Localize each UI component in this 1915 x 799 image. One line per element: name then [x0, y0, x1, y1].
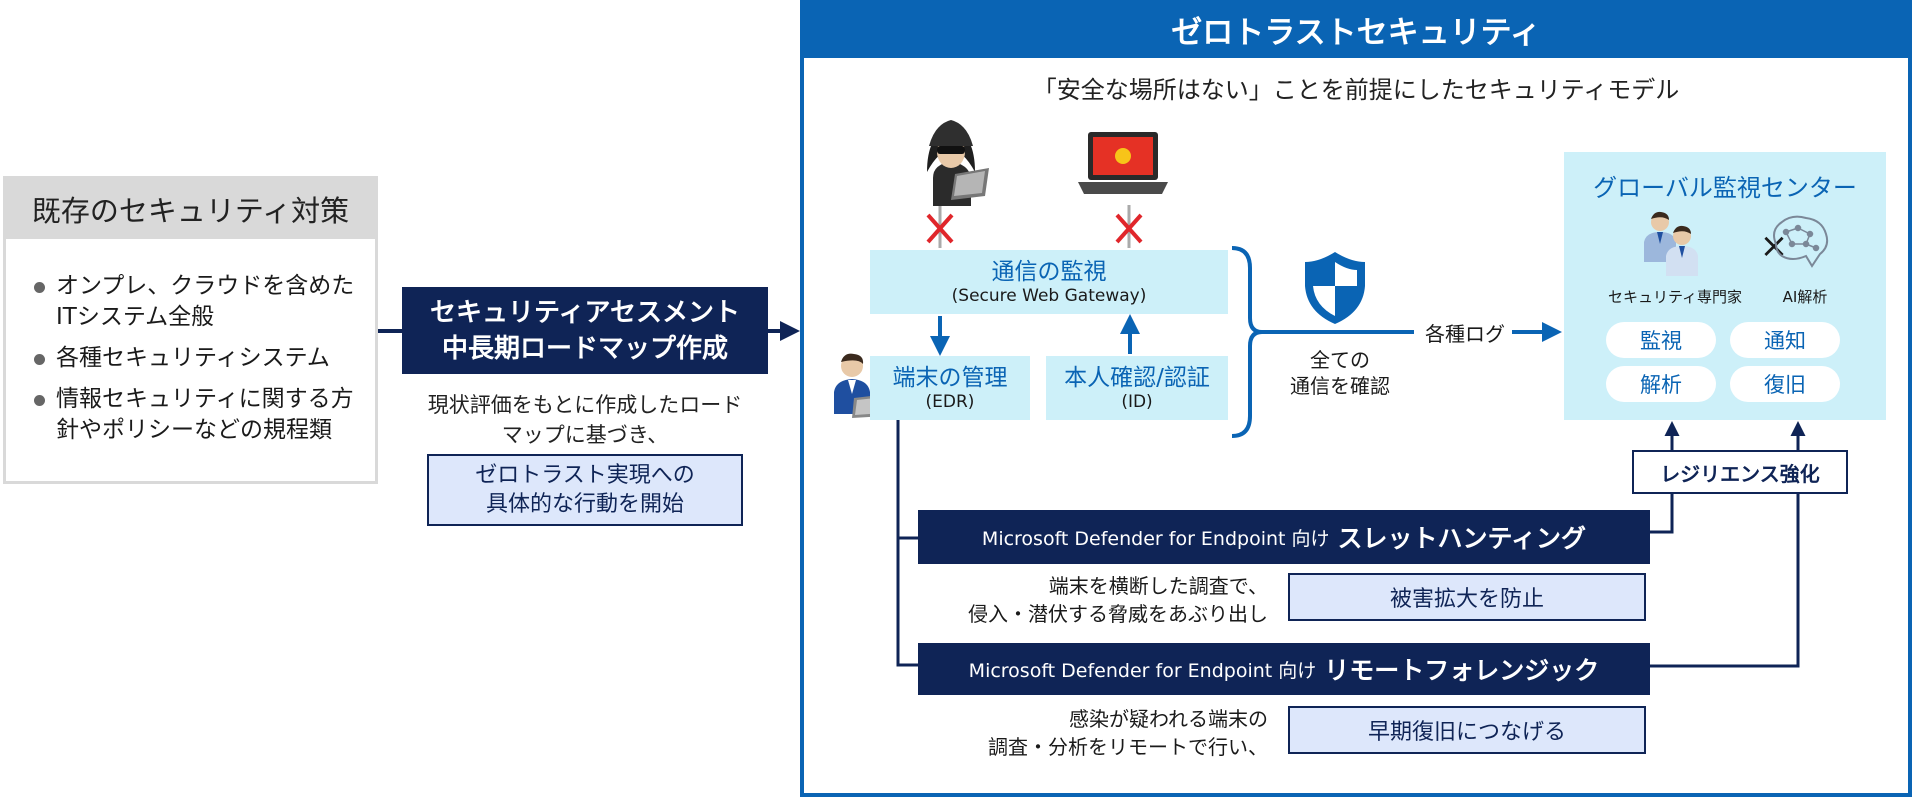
- threat-desc-line2: 侵入・潜伏する脅威をあぶり出し: [968, 602, 1268, 626]
- endpoint-to-forensic-line: [896, 538, 918, 667]
- assessment-note-line1: 現状評価をもとに作成したロード: [427, 393, 743, 417]
- gmc-pill-monitor: 監視: [1606, 322, 1716, 358]
- all-comm-line1: 全ての: [1310, 348, 1370, 372]
- gmc-pill-analyze: 解析: [1606, 366, 1716, 402]
- threat-hunting-prefix: Microsoft Defender for Endpoint 向け: [981, 527, 1330, 550]
- existing-security-box: 既存のセキュリティ対策 オンプレ、クラウドを含めたITシステム全般 各種セキュリ…: [3, 176, 378, 484]
- endpoint-sub: (EDR): [925, 392, 975, 412]
- threat-hunting-bar: Microsoft Defender for Endpoint 向け スレットハ…: [918, 510, 1650, 564]
- zero-trust-title: ゼロトラストセキュリティ: [800, 0, 1912, 58]
- remote-forensics-bar: Microsoft Defender for Endpoint 向け リモートフ…: [918, 643, 1650, 695]
- remote-forensics-result: 早期復旧につなげる: [1288, 706, 1646, 754]
- resilience-box: レジリエンス強化: [1632, 450, 1848, 494]
- list-item: 各種セキュリティシステム: [32, 343, 372, 374]
- assessment-title-line1: セキュリティアセスメント: [430, 297, 740, 328]
- threat-hunting-desc: 端末を横断した調査で、 侵入・潜伏する脅威をあぶり出し: [900, 572, 1268, 628]
- forensic-desc-line1: 感染が疑われる端末の: [1069, 707, 1268, 731]
- identity-box: 本人確認/認証 (ID): [1046, 356, 1228, 420]
- comm-monitor-sub: (Secure Web Gateway): [951, 286, 1147, 306]
- existing-security-list: オンプレ、クラウドを含めたITシステム全般 各種セキュリティシステム 情報セキュ…: [32, 271, 372, 456]
- list-item: 情報セキュリティに関する方針やポリシーなどの規程類: [32, 384, 372, 446]
- assessment-action-line2: 具体的な行動を開始: [485, 492, 684, 517]
- all-comm-label: 全ての 通信を確認: [1270, 347, 1410, 399]
- forensic-desc-line2: 調査・分析をリモートで行い、: [988, 735, 1268, 759]
- forensic-to-gmc-line: [1650, 494, 1800, 668]
- existing-security-title: 既存のセキュリティ対策: [6, 179, 375, 239]
- ai-brain-icon: [1773, 215, 1829, 268]
- block-x-1: [926, 213, 954, 244]
- gmc-pill-recover: 復旧: [1730, 366, 1840, 402]
- assessment-note-line2: マップに基づき、: [501, 423, 669, 447]
- gmc-title: グローバル監視センター: [1593, 174, 1857, 202]
- all-comm-line2: 通信を確認: [1290, 374, 1390, 398]
- block-x-2: [1115, 213, 1143, 244]
- assessment-action-box: ゼロトラスト実現への 具体的な行動を開始: [427, 454, 743, 526]
- hacker-icon: [927, 120, 989, 206]
- gmc-expert-label: セキュリティ専門家: [1607, 288, 1743, 306]
- experts-icon: [1644, 211, 1698, 276]
- gmc-ai-label: AI解析: [1782, 288, 1828, 306]
- assessment-note: 現状評価をもとに作成したロード マップに基づき、: [402, 390, 768, 450]
- zero-trust-subtitle: 「安全な場所はない」ことを前提にしたセキュリティモデル: [1032, 76, 1680, 104]
- infected-laptop-icon: [1078, 132, 1168, 194]
- threat-to-gmc-line: [1650, 494, 1674, 534]
- remote-forensics-desc: 感染が疑われる端末の 調査・分析をリモートで行い、: [900, 705, 1268, 761]
- assessment-title-line2: 中長期ロードマップ作成: [441, 333, 728, 364]
- logs-label: 各種ログ: [1425, 322, 1505, 346]
- forensics-prefix: Microsoft Defender for Endpoint 向け: [968, 659, 1317, 682]
- identity-sub: (ID): [1121, 392, 1153, 412]
- forensics-title: リモートフォレンジック: [1324, 656, 1600, 685]
- list-item: オンプレ、クラウドを含めたITシステム全般: [32, 271, 372, 333]
- comm-monitor-title: 通信の監視: [991, 259, 1107, 285]
- assessment-box: セキュリティアセスメント 中長期ロードマップ作成: [402, 287, 768, 374]
- threat-desc-line1: 端末を横断した調査で、: [1048, 574, 1268, 598]
- comm-monitor-box: 通信の監視 (Secure Web Gateway): [870, 250, 1228, 314]
- assessment-action-line1: ゼロトラスト実現への: [475, 463, 695, 488]
- endpoint-title: 端末の管理: [892, 365, 1008, 391]
- endpoint-management-box: 端末の管理 (EDR): [870, 356, 1030, 420]
- shield-icon: [1305, 252, 1365, 324]
- gmc-pill-notify: 通知: [1730, 322, 1840, 358]
- threat-hunting-title: スレットハンティング: [1337, 524, 1587, 553]
- identity-title: 本人確認/認証: [1064, 365, 1210, 391]
- threat-hunting-result: 被害拡大を防止: [1288, 573, 1646, 621]
